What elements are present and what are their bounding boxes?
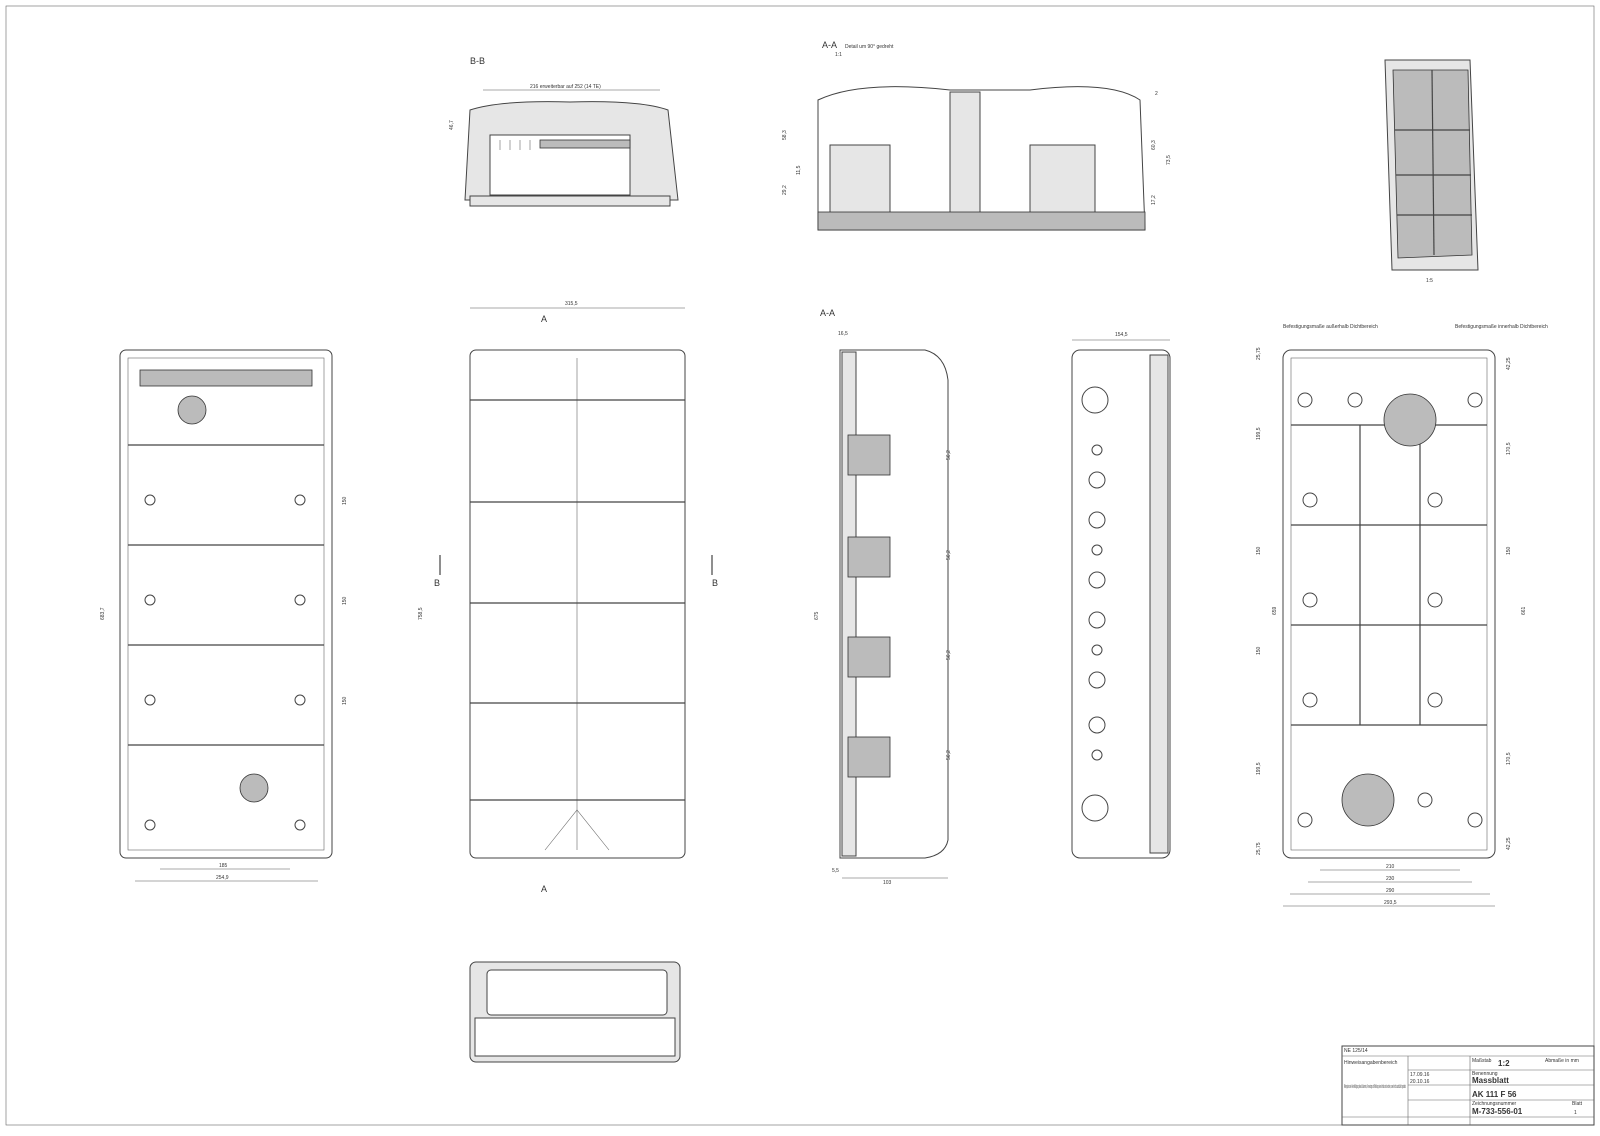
tb-number: M-733-556-01: [1472, 1107, 1523, 1116]
dim-aa-r3: 17,2: [1151, 195, 1157, 205]
dim-back-l2: 199,5: [1256, 427, 1262, 440]
dim-bb-width: 216 erweiterbar auf 252 (14 TE): [530, 84, 601, 90]
tb-scale: 1:2: [1498, 1059, 1510, 1068]
label-iso-scale: 1:5: [1426, 278, 1433, 284]
dim-back-r2: 170,5: [1506, 442, 1512, 455]
cut-b-right: B: [712, 578, 718, 588]
cut-b-left: B: [434, 578, 440, 588]
dim-side-r3: 56,2: [946, 650, 952, 660]
dim-back-w2: 230: [1386, 876, 1395, 882]
dim-back-w1: 210: [1386, 864, 1395, 870]
label-aa-top-note: Detail um 90° gedreht: [845, 44, 894, 50]
label-aa-top: A-A: [822, 40, 837, 50]
dim-cover-h: 758,5: [418, 607, 424, 620]
dim-aa-h3: 11,5: [796, 165, 802, 175]
dim-back-r6: 42,25: [1506, 837, 1512, 850]
cut-a-top: A: [541, 314, 547, 324]
dim-back-l1: 25,75: [1256, 347, 1262, 360]
cut-a-bottom: A: [541, 884, 547, 894]
note-back-left: Befestigungsmaße außerhalb Dichtbereich: [1283, 324, 1378, 330]
label-aa-top-scale: 1:1: [835, 52, 842, 58]
title-block: NE 125/14 Hinweisangabenbereich Weiterga…: [1341, 1045, 1595, 1126]
dim-side-r2: 56,2: [946, 550, 952, 560]
tb-unit: Abmaße in mm: [1545, 1058, 1579, 1064]
dim-back-w3: 290: [1386, 888, 1395, 894]
dim-endv-w: 154,5: [1115, 332, 1128, 338]
tb-sheet: 1: [1574, 1110, 1577, 1116]
dim-front-p3: 150: [342, 696, 348, 705]
dim-side-r1: 56,2: [946, 450, 952, 460]
sheet-frame: [5, 5, 1595, 1126]
dim-back-r1: 42,25: [1506, 357, 1512, 370]
dim-front-w1: 185: [219, 863, 228, 869]
dim-back-r4: 661: [1521, 606, 1527, 615]
dim-side-r4: 56,2: [946, 750, 952, 760]
label-bb: B-B: [470, 56, 485, 66]
view-end: 154,5: [1071, 332, 1171, 859]
dim-aa-r2: 73,5: [1166, 155, 1172, 165]
dim-cover-w: 315,5: [565, 301, 578, 307]
tb-scale-label: Maßstab: [1472, 1058, 1492, 1064]
dim-back-r5: 170,5: [1506, 752, 1512, 765]
tb-doc-type-label: Benennung: [1472, 1071, 1498, 1077]
dim-back-l6: 25,75: [1256, 842, 1262, 855]
dim-back-l4: 150: [1256, 646, 1262, 655]
tb-norm: Hinweisangabenbereich: [1344, 1060, 1398, 1066]
view-front-cover: 315,5 758,5 A A B B: [418, 301, 718, 894]
note-back-right: Befestigungsmaße innerhalb Dichtbereich: [1455, 324, 1548, 330]
view-aa-side: A-A 16,5 675 56,2 56,2 56,2 56,2 5,5 103: [814, 308, 952, 886]
dim-back-l5: 199,5: [1256, 762, 1262, 775]
view-bottom: [469, 961, 681, 1063]
tb-date2: 20.10.16: [1410, 1079, 1430, 1085]
view-front-open: 683,7 185 254,9 150 150 150: [100, 349, 348, 882]
dim-aa-r4: 2: [1155, 91, 1158, 97]
dim-side-h: 675: [814, 611, 820, 620]
dim-side-bot1: 5,5: [832, 868, 839, 874]
dim-back-h: 659: [1272, 606, 1278, 615]
view-aa-detail: A-A Detail um 90° gedreht 1:1 58,3 29,2 …: [782, 40, 1172, 231]
dim-front-h: 683,7: [100, 607, 106, 620]
dim-back-w4: 293,5: [1384, 900, 1397, 906]
dim-front-p2: 150: [342, 596, 348, 605]
dim-aa-h2: 29,2: [782, 185, 788, 195]
tb-sheet-label: Blatt: [1572, 1101, 1583, 1107]
tb-ne: NE 125/14: [1344, 1048, 1368, 1054]
dim-aa-r1: 60,3: [1151, 140, 1157, 150]
dim-aa-h1: 58,3: [782, 130, 788, 140]
label-aa-side: A-A: [820, 308, 835, 318]
dim-back-r3: 150: [1506, 546, 1512, 555]
view-back: Befestigungsmaße außerhalb Dichtbereich …: [1256, 324, 1548, 907]
dim-back-l3: 150: [1256, 546, 1262, 555]
dim-front-p1: 150: [342, 496, 348, 505]
view-isometric: 1:5: [1384, 59, 1479, 284]
tb-doc-type: Massblatt: [1472, 1076, 1509, 1085]
dim-side-top: 16,5: [838, 331, 848, 337]
tb-date1: 17.09.16: [1410, 1072, 1430, 1078]
dim-front-w2: 254,9: [216, 875, 229, 881]
tb-number-label: Zeichnungsnummer: [1472, 1101, 1517, 1107]
dim-side-bot2: 103: [883, 880, 892, 886]
view-bb: B-B 216 erweiterbar auf 252 (14 TE) 46,7: [449, 56, 679, 207]
tb-product: AK 111 F 56: [1472, 1090, 1517, 1099]
dim-bb-h: 46,7: [449, 120, 455, 130]
tb-note: Weitergabe sowie Vervielfältigung dieses…: [1344, 1084, 1406, 1090]
